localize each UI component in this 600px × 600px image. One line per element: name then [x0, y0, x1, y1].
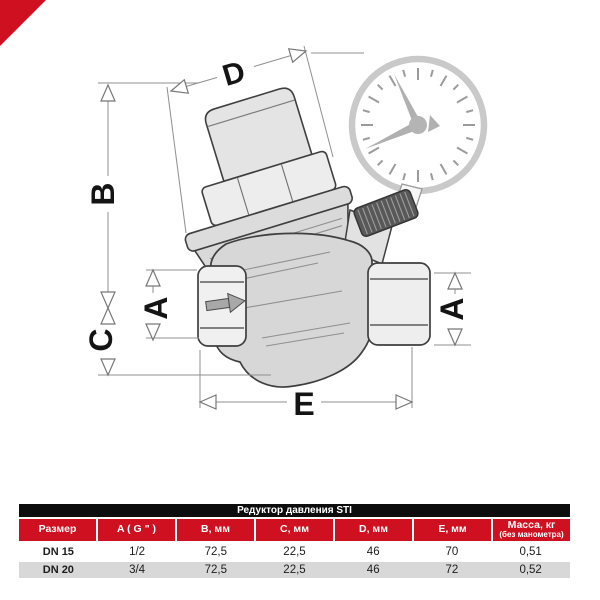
cell: 0,51: [519, 545, 542, 558]
header-mass-sub: (без манометра): [499, 530, 564, 540]
header-mass-main: Масса, кг: [507, 519, 556, 532]
table-title: Редуктор давления STI: [19, 504, 570, 517]
cell: 46: [366, 545, 380, 558]
dim-label-b: B: [85, 182, 121, 205]
cell: 46: [366, 564, 380, 576]
gauge-ticks: [361, 68, 475, 182]
gauge-hands: [365, 74, 440, 149]
gauge-hand-tail: [428, 115, 440, 132]
red-corner-accent: [0, 0, 46, 46]
header-cell-c: C, мм: [256, 519, 333, 541]
cell: DN 15: [42, 545, 74, 558]
cell: 22,5: [283, 564, 306, 576]
hex-facet-line: [280, 164, 294, 202]
header-cell-e: E, мм: [414, 519, 491, 541]
flow-arrow: [205, 292, 246, 314]
cap-bevel-line: [207, 99, 295, 128]
header-cell-a: A ( G " ): [98, 519, 175, 541]
header-cell-mass: Масса, кг (без манометра): [493, 519, 570, 541]
dimension-arrowheads: [100, 48, 463, 410]
cell: 22,5: [283, 545, 306, 558]
spec-table: Редуктор давления STI Размер A ( G " ) B…: [19, 504, 570, 578]
dim-label-e: E: [293, 386, 314, 422]
header-cell-b: B, мм: [177, 519, 254, 541]
cell: DN 20: [42, 564, 74, 576]
dim-label-c: C: [83, 328, 119, 351]
dim-label-d: D: [219, 55, 249, 93]
gauge-hand-long: [394, 74, 422, 127]
cell: 72: [445, 564, 459, 576]
cell: 0,52: [519, 564, 542, 576]
table-header-row: Размер A ( G " ) B, мм C, мм D, мм E, мм…: [19, 519, 570, 541]
header-cell-d: D, мм: [335, 519, 412, 541]
cell: 72,5: [204, 564, 227, 576]
cell: 3/4: [129, 564, 146, 576]
table-row-dn15: DN 15 1/2 72,5 22,5 46 70 0,51: [19, 543, 570, 560]
dim-label-a-right: A: [434, 297, 470, 320]
knurled-nut: [353, 189, 419, 237]
header-cell-size: Размер: [19, 519, 96, 541]
hex-facet-line: [237, 177, 250, 215]
body-highlights: [233, 251, 351, 347]
outlet-hex: [367, 262, 431, 346]
adjustment-cap: [204, 87, 313, 183]
knurl-ridges: [357, 191, 415, 235]
table-row-dn20: DN 20 3/4 72,5 22,5 46 72 0,52: [19, 562, 570, 578]
cell: 70: [445, 545, 459, 558]
gauge-hand-short: [365, 120, 420, 149]
pressure-gauge: [348, 55, 488, 195]
cell: 1/2: [129, 545, 146, 558]
dim-label-a-left: A: [138, 296, 174, 319]
cell: 72,5: [204, 545, 227, 558]
valve-technical-drawing: B C A A D E: [83, 45, 488, 422]
gauge-hub: [409, 116, 427, 134]
